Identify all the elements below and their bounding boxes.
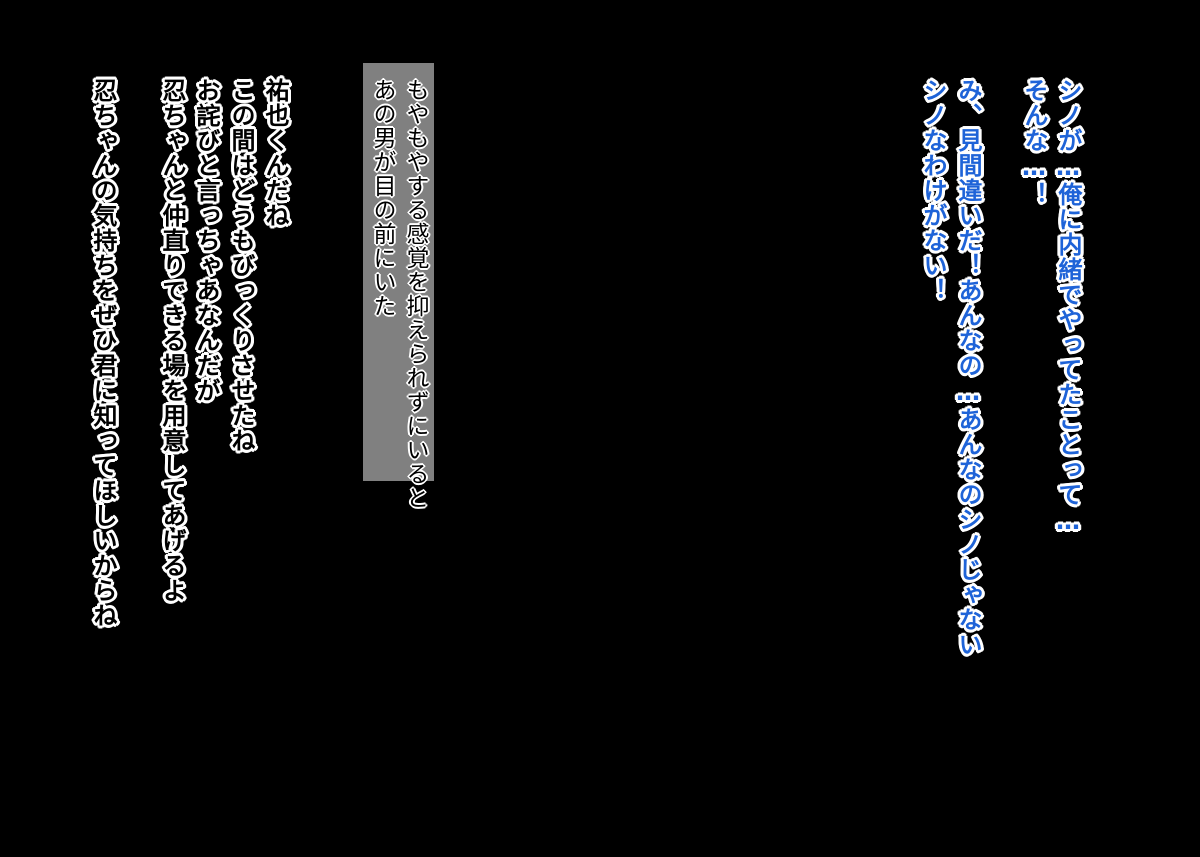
thought-line-2: そんな…！ bbox=[1020, 78, 1048, 207]
thought-line-3: み、見間違いだ！あんなの…あんなのシノじゃない bbox=[954, 78, 982, 657]
thought-line-4: シノなわけがない！ bbox=[919, 78, 947, 303]
dialogue-line-1: 祐也くんだね bbox=[261, 78, 289, 228]
dialogue-line-2: この間はどうもびっくりさせたね bbox=[227, 78, 255, 453]
narration-box bbox=[363, 63, 434, 481]
dialogue-line-4: 忍ちゃんと仲直りできる場を用意してあげるよ bbox=[158, 78, 186, 603]
dialogue-line-3: お詫びと言っちゃあなんだが bbox=[192, 78, 220, 403]
dialogue-line-5: 忍ちゃんの気持ちをぜひ君に知ってほしいからね bbox=[89, 78, 117, 628]
thought-line-1: シノが…俺に内緒でやってたことって… bbox=[1054, 78, 1082, 536]
narration-line-1: もやもやする感覚を抑えられずにいると bbox=[402, 78, 428, 510]
narration-line-2: あの男が目の前にいた bbox=[369, 78, 395, 318]
